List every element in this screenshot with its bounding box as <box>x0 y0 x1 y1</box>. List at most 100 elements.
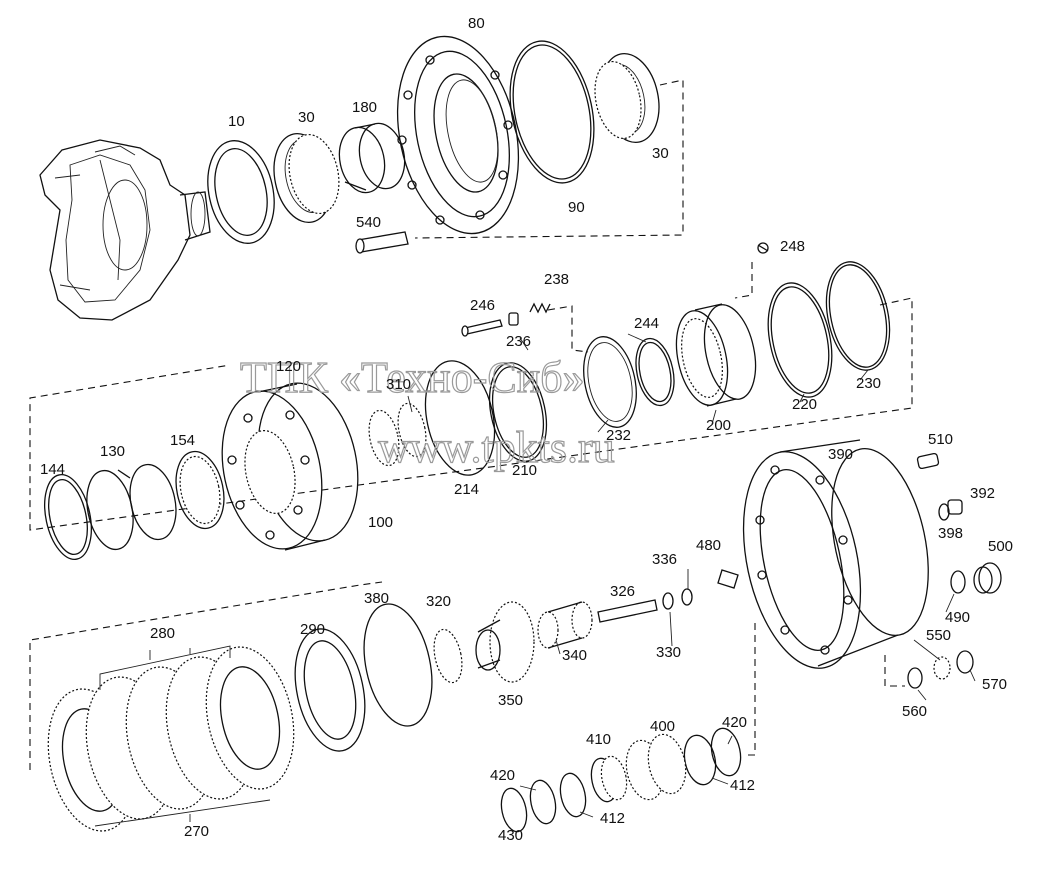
leader-row2-mid <box>547 305 589 353</box>
arrow-130 <box>117 469 131 479</box>
label-390: 390 <box>828 446 853 463</box>
part-238-spring <box>529 302 551 314</box>
label-244: 244 <box>634 315 659 332</box>
label-180: 180 <box>352 99 377 116</box>
label-270: 270 <box>184 823 209 840</box>
label-90: 90 <box>568 199 585 216</box>
label-leaders <box>407 333 976 818</box>
part-154-ring <box>175 450 225 530</box>
label-236: 236 <box>506 333 531 350</box>
label-144: 144 <box>40 461 65 478</box>
part-100-planet-carrier <box>221 382 359 551</box>
part-398-washer <box>938 503 950 521</box>
label-400: 400 <box>650 718 675 735</box>
part-214-ring <box>424 360 496 476</box>
part-570-nut <box>956 650 974 674</box>
leader-row3 <box>29 581 383 770</box>
part-180-sleeve <box>338 122 406 194</box>
watermark-line1: ТПК «Техно-Сиб» <box>240 353 585 402</box>
part-480-tab-washer <box>717 569 739 589</box>
label-130: 130 <box>100 443 125 460</box>
part-560-nut <box>907 667 923 689</box>
label-310: 310 <box>386 376 411 393</box>
label-280: 280 <box>150 625 175 642</box>
part-390-housing <box>742 439 929 669</box>
label-570: 570 <box>982 676 1007 693</box>
part-246-bolt <box>461 319 503 337</box>
label-320: 320 <box>426 593 451 610</box>
label-210: 210 <box>512 462 537 479</box>
part-340-sun-gear <box>537 601 593 649</box>
part-80-hub-flange <box>396 35 520 235</box>
knuckle-housing <box>39 139 211 321</box>
label-500: 500 <box>988 538 1013 555</box>
label-100: 100 <box>368 514 393 531</box>
part-320-lock-washer <box>433 628 463 684</box>
part-310-washer <box>368 402 427 467</box>
label-430: 430 <box>498 827 523 844</box>
part-336-ring <box>681 588 693 606</box>
label-510: 510 <box>928 431 953 448</box>
part-330-ring <box>662 592 674 610</box>
part-290-disc <box>294 628 366 752</box>
label-380: 380 <box>364 590 389 607</box>
part-420-ring-left <box>500 787 528 833</box>
part-210-ring <box>488 362 548 462</box>
label-232: 232 <box>606 427 631 444</box>
part-244-ring <box>635 337 675 407</box>
label-410: 410 <box>586 731 611 748</box>
label-30b: 30 <box>652 145 669 162</box>
label-30a: 30 <box>298 109 315 126</box>
part-412-ring-left <box>559 772 587 818</box>
label-412b: 412 <box>600 810 625 827</box>
label-10: 10 <box>228 113 245 130</box>
part-200-clutch-hub <box>675 303 757 407</box>
part-220-ring <box>767 282 833 398</box>
part-144-ring <box>44 474 92 560</box>
part-490-ring <box>950 570 966 594</box>
label-248: 248 <box>780 238 805 255</box>
label-398: 398 <box>938 525 963 542</box>
label-336: 336 <box>652 551 677 568</box>
part-248-clip <box>757 242 769 254</box>
label-290: 290 <box>300 621 325 638</box>
label-550: 550 <box>926 627 951 644</box>
part-550-nut <box>933 656 951 680</box>
label-560: 560 <box>902 703 927 720</box>
label-330: 330 <box>656 644 681 661</box>
label-200: 200 <box>706 417 731 434</box>
label-246: 246 <box>470 297 495 314</box>
part-350-planet-gear <box>475 601 535 683</box>
leader-row3-plugs <box>884 655 905 687</box>
label-230: 230 <box>856 375 881 392</box>
label-80: 80 <box>468 15 485 32</box>
label-540: 540 <box>356 214 381 231</box>
part-30-bearing-right <box>594 52 660 144</box>
part-400-planet-gear <box>625 733 687 801</box>
label-214: 214 <box>454 481 479 498</box>
label-120: 120 <box>276 358 301 375</box>
label-480: 480 <box>696 537 721 554</box>
part-10-seal-ring <box>207 140 275 244</box>
label-154: 154 <box>170 432 195 449</box>
part-380-snap-ring <box>363 603 433 727</box>
label-490: 490 <box>945 609 970 626</box>
label-238: 238 <box>544 271 569 288</box>
part-430-ring <box>529 779 557 825</box>
label-392: 392 <box>970 485 995 502</box>
leader-row1 <box>414 79 684 239</box>
label-326: 326 <box>610 583 635 600</box>
label-340: 340 <box>562 647 587 664</box>
leader-row2-top <box>734 262 753 299</box>
part-420-ring-right <box>710 727 742 777</box>
part-326-shaft <box>597 599 658 623</box>
part-232-plate <box>583 336 637 428</box>
label-420b: 420 <box>490 767 515 784</box>
part-90-o-ring <box>509 40 595 184</box>
part-130-ring-b <box>129 463 177 541</box>
part-540-stud <box>355 231 409 254</box>
leader-row2-right <box>29 297 913 531</box>
label-350: 350 <box>498 692 523 709</box>
